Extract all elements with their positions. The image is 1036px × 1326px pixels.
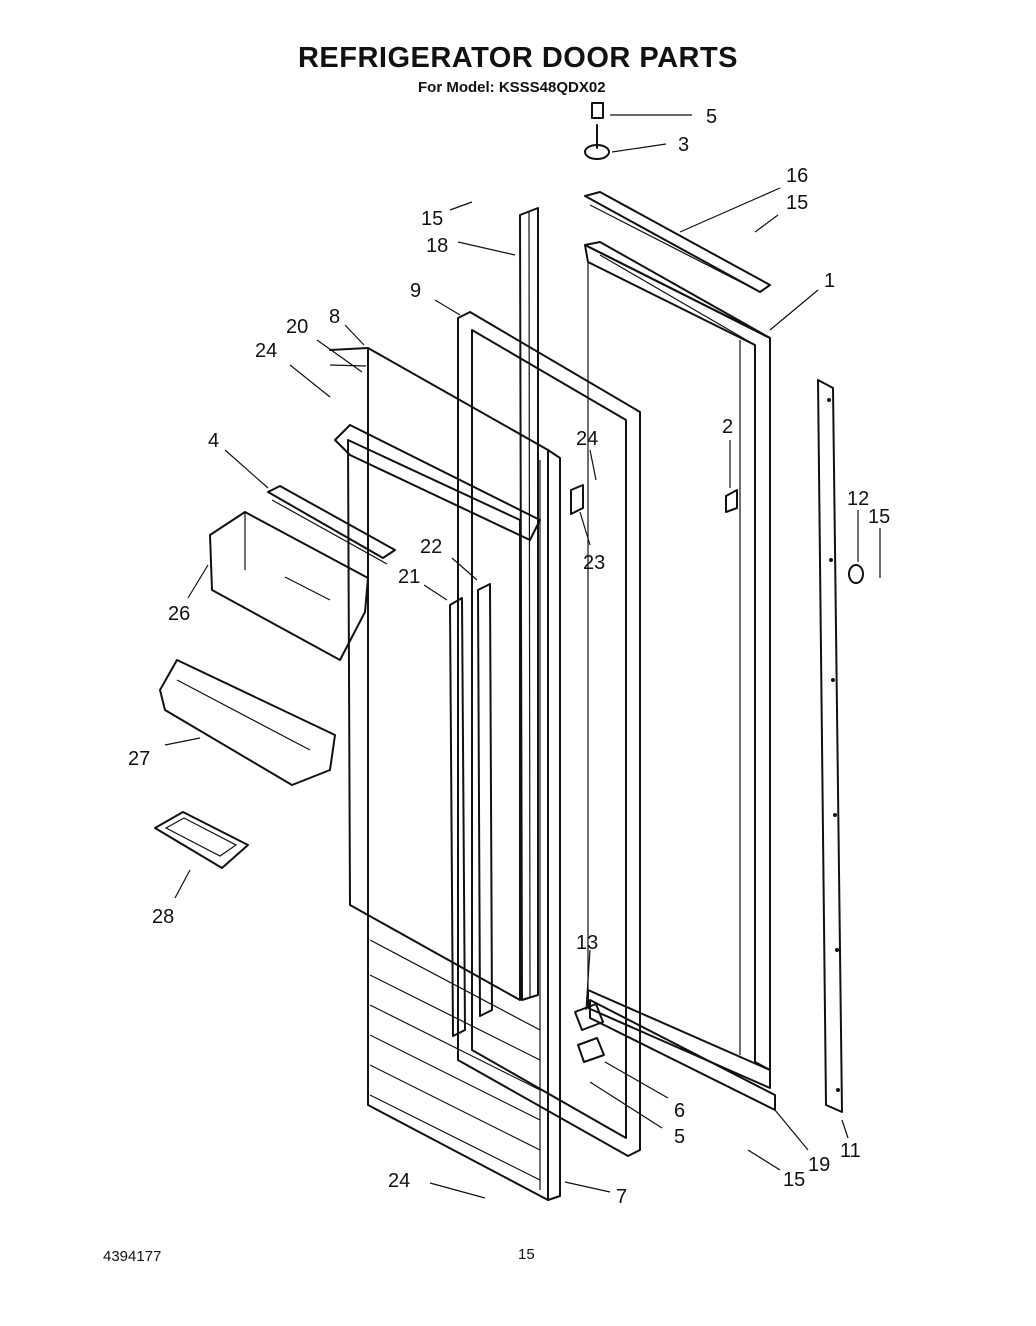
callout-label: 24 [255,340,277,362]
part-18-channel [519,207,539,1001]
callout-label: 15 [421,208,443,230]
part-4-shelf-rail [267,485,396,565]
callout-label: 20 [286,316,308,338]
part-23-clip [570,484,584,515]
callout-label: 7 [616,1186,627,1208]
part-22-rail [477,583,493,1017]
callout-label: 15 [783,1169,805,1191]
part-26-dairy-door [209,511,369,661]
callout-label: 9 [410,280,421,302]
document-number: 4394177 [103,1248,162,1265]
callout-label: 21 [398,566,420,588]
part-7-door-panel [329,347,561,1201]
callout-label: 1 [824,270,835,292]
callout-label: 3 [678,134,689,156]
part-9-gasket [457,311,641,1157]
part-27-door-bin [159,659,336,786]
page-number: 15 [518,1246,535,1263]
callout-label: 2 [722,416,733,438]
callout-label: 19 [808,1154,830,1176]
callout-label: 27 [128,748,150,770]
callout-label: 4 [208,430,219,452]
callout-label: 5 [674,1126,685,1148]
part-11-trim-strip [817,379,843,1113]
callout-label: 6 [674,1100,685,1122]
callout-label: 12 [847,488,869,510]
part-13-hinge-lower [574,1003,604,1031]
part-3-hinge [584,124,610,160]
callout-label: 23 [583,552,605,574]
part-21-rail [449,597,466,1037]
callout-label: 5 [706,106,717,128]
callout-label: 13 [576,932,598,954]
callout-label: 15 [786,192,808,214]
callout-label: 16 [786,165,808,187]
part-2-clip [725,489,738,513]
part-6-hinge-pin [577,1037,605,1063]
callout-label: 18 [426,235,448,257]
callout-label: 24 [388,1170,410,1192]
part-12-washer [848,564,864,584]
callout-label: 26 [168,603,190,625]
callout-label: 22 [420,536,442,558]
callout-leaders [164,114,881,1199]
part-16-top-bracket [584,191,771,293]
part-19-bottom-bracket [589,999,776,1111]
callout-label: 8 [329,306,340,328]
part-1-door-frame [584,241,771,1089]
callout-label: 15 [868,506,890,528]
callout-label: 28 [152,906,174,928]
part-5-screw-top [591,102,604,119]
part-28-egg-tray [154,811,249,869]
callout-label: 24 [576,428,598,450]
model-subtitle: For Model: KSSS48QDX02 [418,79,606,96]
callout-label: 11 [840,1140,861,1162]
page-title: REFRIGERATOR DOOR PARTS [297,42,739,74]
